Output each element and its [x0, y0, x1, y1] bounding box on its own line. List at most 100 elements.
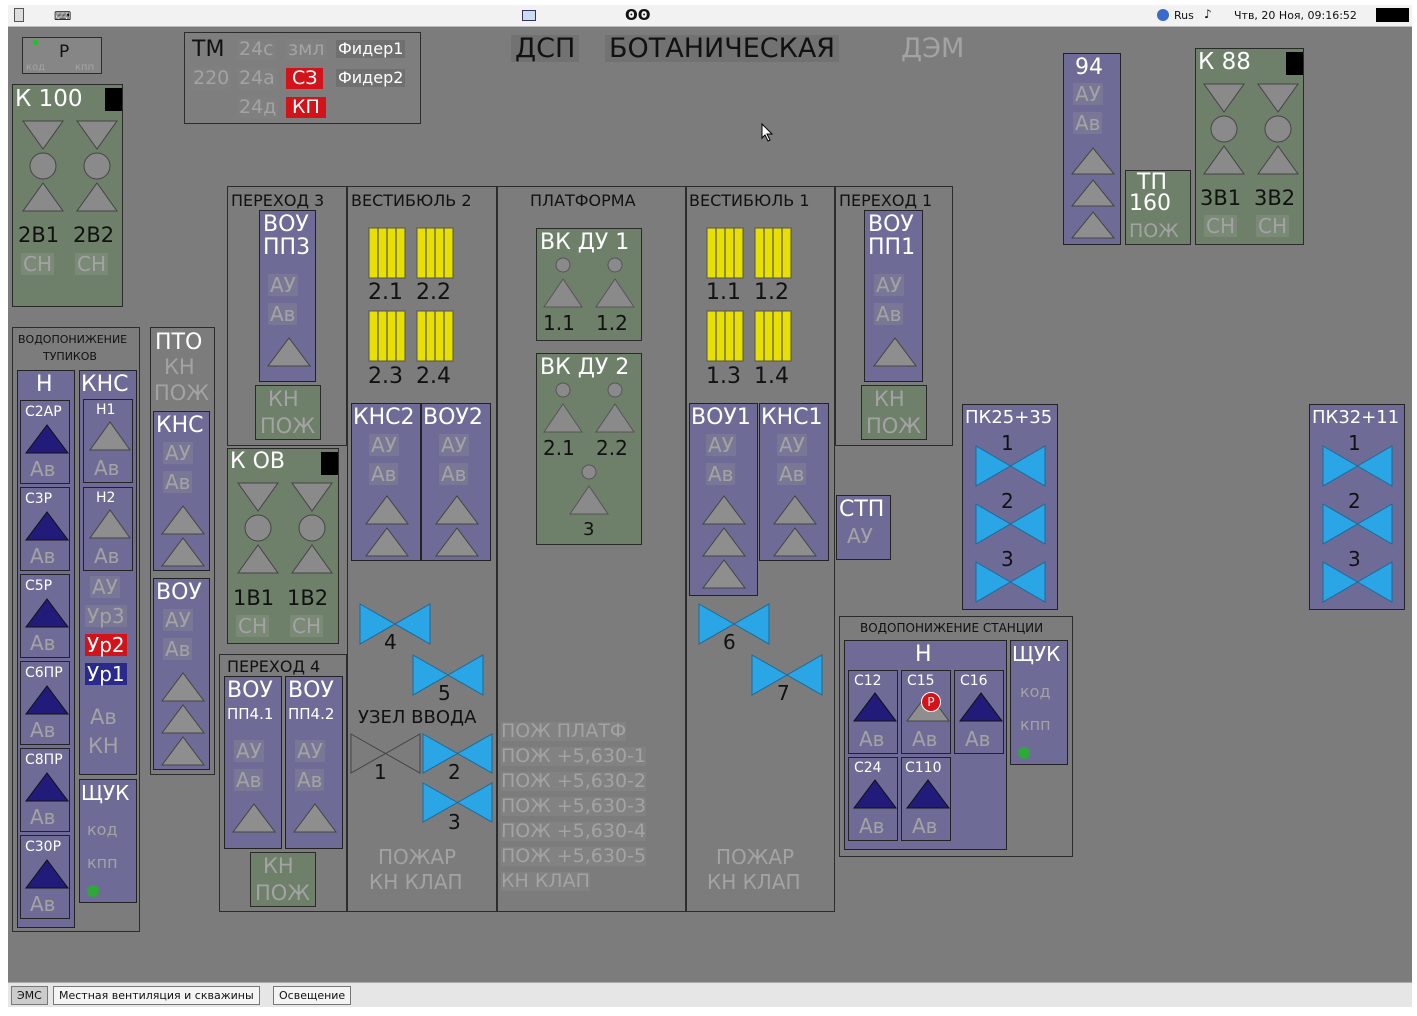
- terminal-icon[interactable]: ⌨: [54, 9, 72, 23]
- pto-vou[interactable]: ВОУ АУ Ав: [153, 578, 210, 770]
- vods-s15[interactable]: С15 Р Ав: [901, 670, 951, 754]
- pp42-sub: ПП4.2: [288, 705, 335, 723]
- v1-kn-klap: КН КЛАП: [707, 870, 801, 894]
- volume-icon[interactable]: ♪: [1204, 7, 1212, 21]
- vou1p-kn-poj[interactable]: КН ПОЖ: [861, 385, 927, 440]
- vods-s24[interactable]: С24 Ав: [848, 757, 898, 841]
- valve-1-icon[interactable]: [350, 733, 422, 775]
- fan-kov[interactable]: К ОВ 1В1 1В2 СН СН: [227, 448, 339, 644]
- stp[interactable]: СТП АУ: [836, 495, 891, 560]
- pk32-11[interactable]: ПК32+11 1 2 3: [1309, 404, 1405, 610]
- vodt-n-title: Н: [36, 372, 53, 397]
- valve-3-icon[interactable]: [422, 782, 494, 824]
- vods-s16-av: Ав: [965, 727, 991, 751]
- taskbar-tab-ems[interactable]: ЭМС: [11, 986, 48, 1005]
- taskbar-tab-ventilation[interactable]: Местная вентиляция и скважины: [53, 986, 260, 1005]
- valve-7-label: 7: [777, 681, 790, 705]
- vou1p-poj: ПОЖ: [866, 414, 921, 438]
- system-monitor: [1376, 8, 1409, 22]
- esc-1-1: 1.1: [706, 280, 741, 305]
- vodt-pump-av: Ав: [30, 805, 56, 829]
- vods-s110[interactable]: С110 Ав: [901, 757, 951, 841]
- vods-s12[interactable]: С12 Ав: [848, 670, 898, 754]
- valve-4-icon[interactable]: [358, 602, 433, 646]
- vodt-shuk-title: ЩУК: [81, 781, 130, 805]
- keyboard-layout[interactable]: Rus: [1174, 9, 1194, 22]
- pp41-pump-icon: [232, 803, 276, 833]
- tm-label: ТМ: [192, 37, 225, 62]
- vodt-kns-column[interactable]: КНС Н1 Ав Н2 Ав АУ Ур3 Ур2 Ур1 Ав КН: [79, 370, 137, 775]
- esc-2-1: 2.1: [368, 280, 403, 305]
- plat-poj-2: ПОЖ +5,630-2: [501, 770, 647, 792]
- section-perehod1: [835, 186, 953, 446]
- pto-vou-av: Ав: [163, 637, 193, 661]
- taskbar-tab-lighting[interactable]: Освещение: [273, 986, 352, 1005]
- pto-kns-pump-icons: [161, 505, 205, 567]
- vodt-h1[interactable]: Н1 Ав: [83, 399, 133, 483]
- tp-160[interactable]: ТП 160 ПОЖ: [1125, 170, 1191, 245]
- k88-3v2: 3В2: [1254, 186, 1296, 210]
- vk-du2[interactable]: ВК ДУ 2 2.1 2.2 3: [536, 353, 642, 545]
- vou-pp1[interactable]: ВОУ ПП1 АУ Ав: [864, 210, 923, 382]
- vodt-shuk[interactable]: ЩУК код кпп: [79, 779, 137, 903]
- vou1p-av: Ав: [874, 302, 904, 326]
- pp41-title: ВОУ: [227, 678, 273, 703]
- vou1[interactable]: ВОУ1 АУ Ав: [689, 403, 758, 596]
- kns2-title: КНС2: [353, 405, 415, 430]
- kov-sn2: СН: [290, 614, 324, 638]
- vodt-pump-label: С8ПР: [25, 752, 63, 768]
- pk25-1: 1: [1001, 431, 1014, 455]
- header-dem[interactable]: ДЭМ: [901, 33, 965, 64]
- op-kpp: кпп: [75, 62, 95, 73]
- vods-s15-label: С15: [907, 673, 935, 689]
- header-dsp[interactable]: ДСП: [511, 35, 580, 62]
- tm-zml: змл: [286, 38, 327, 60]
- valve-5-icon[interactable]: [411, 653, 486, 697]
- tm-24c: 24с: [237, 38, 276, 60]
- valve-6-icon[interactable]: [697, 602, 772, 646]
- menu-icon[interactable]: [14, 8, 24, 22]
- vou-pp41[interactable]: ВОУ ПП4.1 АУ Ав: [224, 676, 282, 849]
- pto-kns[interactable]: КНС АУ Ав: [153, 411, 210, 571]
- vodt-pump-cell[interactable]: С8ПР Ав: [20, 748, 70, 832]
- op-box[interactable]: P код кпп: [22, 37, 102, 74]
- vods-shuk[interactable]: ЩУК код кпп: [1010, 640, 1068, 765]
- pk25-35[interactable]: ПК25+35 1 2 3: [962, 404, 1058, 610]
- p4-kn: КН: [263, 854, 294, 878]
- pto-kns-av: Ав: [163, 470, 193, 494]
- vods-s24-pump-icon: [853, 779, 897, 809]
- vou-pp3[interactable]: ВОУ ПП3 АУ Ав: [259, 210, 316, 382]
- window-icon[interactable]: [522, 10, 536, 21]
- vodt-title2: ТУПИКОВ: [43, 350, 97, 363]
- globe-icon: [1157, 9, 1169, 21]
- pp42-av: Ав: [295, 768, 325, 792]
- fan-k100[interactable]: К 100 2В1 2В2 СН СН: [12, 84, 123, 307]
- vou1-av: Ав: [706, 462, 736, 486]
- kns1[interactable]: КНС1 АУ Ав: [759, 403, 829, 561]
- vodt-h2[interactable]: Н2 Ав: [83, 487, 133, 571]
- kns1-au: АУ: [777, 433, 807, 457]
- vods-s16-pump-icon: [959, 692, 1003, 722]
- fan-k88[interactable]: К 88 3В1 3В2 СН СН: [1195, 48, 1304, 245]
- op-kod: код: [26, 62, 46, 73]
- vou3-kn-poj[interactable]: КН ПОЖ: [255, 385, 321, 440]
- vods-s16[interactable]: С16 Ав: [954, 670, 1004, 754]
- vk-du1[interactable]: ВК ДУ 1 1.1 1.2: [536, 228, 642, 341]
- valve-2-icon[interactable]: [422, 733, 494, 775]
- k88-3v1: 3В1: [1200, 186, 1242, 210]
- kov-fan-icon: [237, 482, 333, 574]
- kns2[interactable]: КНС2 АУ Ав: [351, 403, 421, 561]
- vou-pp42[interactable]: ВОУ ПП4.2 АУ Ав: [285, 676, 343, 849]
- vodt-pump-icon: [25, 859, 69, 889]
- valve-7-icon[interactable]: [750, 653, 825, 697]
- vou2[interactable]: ВОУ2 АУ Ав: [421, 403, 491, 561]
- p4-kn-poj[interactable]: КН ПОЖ: [250, 852, 316, 907]
- unit-94[interactable]: 94 АУ Ав: [1063, 53, 1121, 245]
- vodt-pump-icon: [25, 424, 69, 454]
- tm-feeder2: Фидер2: [336, 68, 406, 87]
